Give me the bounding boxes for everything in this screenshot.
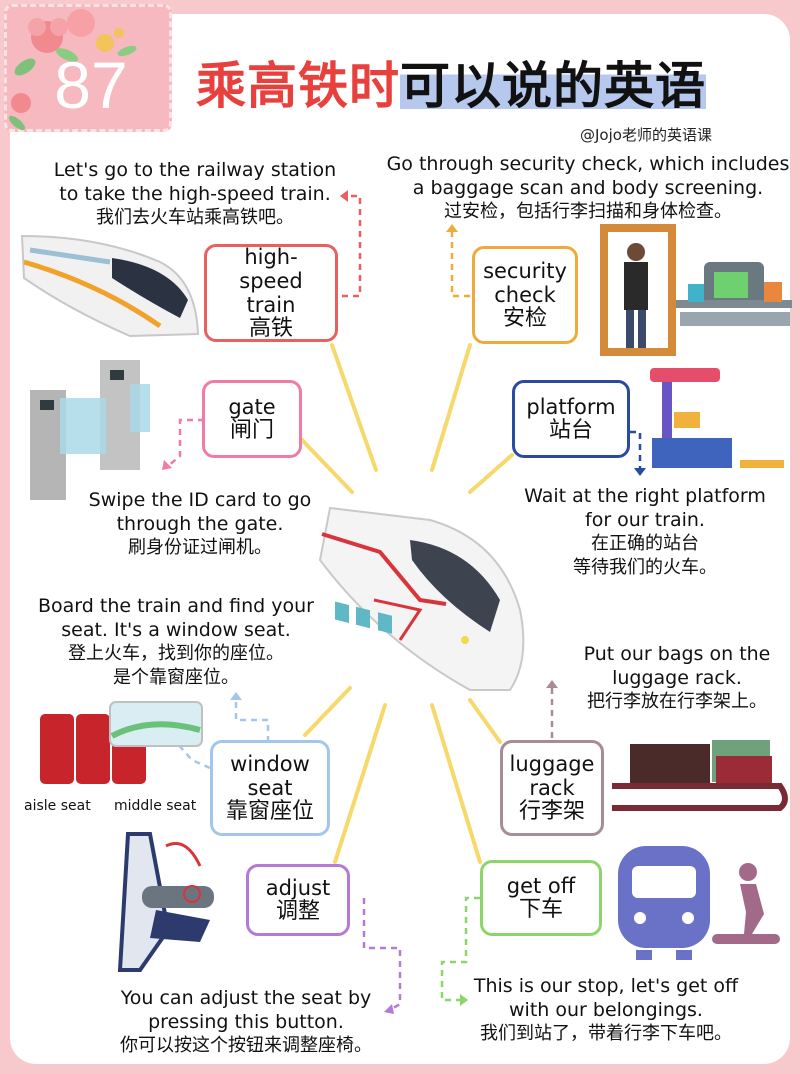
middle-seat-label: middle seat: [114, 798, 197, 814]
vocab-box-security-check: security check 安检: [472, 246, 578, 344]
adjust-seat-illustration: [117, 832, 214, 972]
number-badge: 87: [4, 4, 172, 132]
vocab-box-window-seat: window seat 靠窗座位: [210, 740, 330, 836]
center-train-illustration: [318, 506, 525, 691]
get-off-illustration: [618, 846, 780, 960]
sentence-train: Let's go to the railway station to take …: [53, 159, 337, 228]
sentence-platform: Wait at the right platform for our train…: [524, 485, 766, 578]
sentence-adjust: You can adjust the seat by pressing this…: [120, 987, 372, 1056]
sentence-getoff: This is our stop, let's get off with our…: [473, 975, 739, 1044]
seats-illustration: [40, 701, 203, 784]
page-title: 乘高铁时可以说的英语: [196, 46, 706, 118]
arrow-platform: [630, 430, 642, 470]
sunburst-rays: [300, 343, 514, 864]
author-handle: @Jojo老师的英语课: [580, 126, 712, 144]
aisle-seat-label: aisle seat: [24, 798, 91, 814]
arrow-adjust: [362, 898, 402, 1012]
sentence-window: Board the train and find your seat. It's…: [38, 595, 314, 688]
lesson-number: 87: [54, 48, 128, 122]
arrow-window: [234, 696, 270, 742]
vocab-box-adjust: adjust 调整: [246, 864, 350, 936]
security-check-illustration: [600, 224, 792, 356]
arrow-getoff: [440, 896, 480, 1002]
sentence-security: Go through security check, which include…: [386, 153, 790, 222]
vocab-box-get-off: get off 下车: [480, 860, 602, 936]
sentence-luggage: Put our bags on the luggage rack. 把行李放在行…: [583, 643, 771, 712]
arrow-window-b: [175, 741, 211, 770]
arrow-security: [450, 228, 470, 298]
vocab-box-gate: gate 闸门: [202, 380, 302, 458]
title-red: 乘高铁时: [196, 57, 400, 115]
vocab-box-high-speed-train: high-speed train 高铁: [204, 244, 338, 342]
luggage-rack-illustration: [612, 740, 788, 811]
platform-illustration: [650, 368, 784, 468]
flower-decoration: [8, 9, 137, 131]
title-black: 可以说的英语: [400, 57, 706, 115]
high-speed-train-illustration: [20, 234, 200, 338]
gate-illustration: [30, 360, 150, 500]
sentence-gate: Swipe the ID card to go through the gate…: [88, 489, 312, 558]
vocab-box-luggage-rack: luggage rack 行李架: [500, 740, 604, 836]
arrow-gate: [167, 418, 204, 467]
vocab-box-platform: platform 站台: [512, 380, 630, 458]
arrow-train: [342, 194, 362, 298]
